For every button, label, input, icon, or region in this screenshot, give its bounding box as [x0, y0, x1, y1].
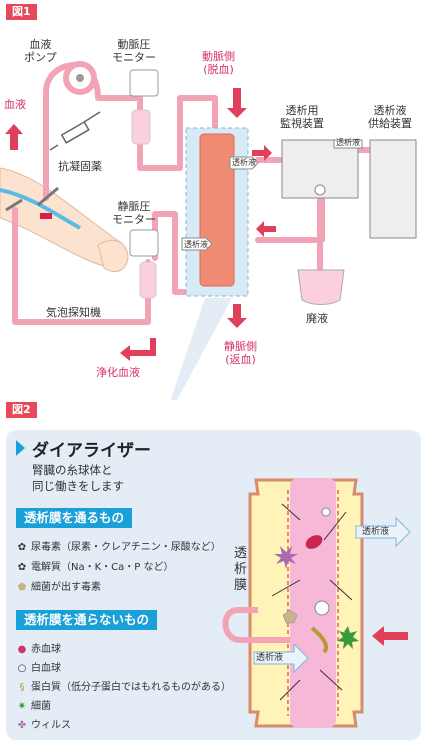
- dialyzer: [199, 133, 235, 287]
- arrow-clean-blood: [120, 338, 156, 361]
- dialysate-supply-device: [369, 139, 417, 239]
- circuit-diagram: [0, 61, 417, 400]
- arrow-arterial-down: [227, 88, 247, 118]
- label-bubble-detector: 気泡探知機: [46, 306, 101, 319]
- flower-icon: ✿: [17, 562, 27, 573]
- title-marker-icon: [16, 440, 25, 456]
- white-cell-icon: ○: [17, 663, 27, 674]
- dialysate-out-line: [255, 189, 325, 243]
- arrow-to-monitor: [252, 145, 272, 161]
- arrow-from-monitor: [256, 221, 276, 237]
- arterial-to-dialyzer: [137, 95, 218, 171]
- red-cell-icon: ●: [17, 644, 27, 655]
- waste-container: [297, 269, 345, 305]
- syringe-icon: [49, 111, 101, 151]
- needle-venous: [5, 198, 23, 212]
- arrow-blood-up: [5, 124, 23, 150]
- label-arterial-monitor: 動脈圧 モニター: [112, 38, 156, 64]
- label-dialysis-monitor: 透析用 監視装置: [280, 104, 324, 130]
- label-venous-monitor: 静脈圧 モニター: [112, 200, 156, 226]
- nopass-item: ○白血球: [17, 663, 61, 674]
- venous-drip: [139, 261, 157, 299]
- arterial-monitor: [129, 69, 159, 97]
- needle-clip: [40, 213, 52, 219]
- figure1-tag: 図1: [6, 4, 37, 20]
- nopass-item: ✤ウィルス: [17, 720, 71, 731]
- tag-supply-dialysate: 透析液: [336, 138, 360, 147]
- label-membrane: 透 析 膜: [234, 546, 248, 593]
- label-venous-side: 静脈側 (返血): [224, 340, 257, 366]
- callout-wedge: [170, 298, 232, 400]
- supply-arrow: [333, 139, 363, 149]
- pass-item: ✿尿毒素（尿素・クレアチニン・尿酸など）: [17, 542, 221, 553]
- arrow-venous-down: [227, 304, 247, 328]
- dialyzer-title: ダイアライザー: [32, 441, 151, 461]
- nopass-item: ✷細菌: [17, 701, 51, 712]
- label-arterial-side: 動脈側 (脱血): [202, 50, 235, 76]
- tag-dialyzer-dialysate-in: 透析液: [232, 158, 256, 167]
- tag-dialyzer-dialysate-out: 透析液: [184, 240, 208, 249]
- vessel: [0, 188, 81, 230]
- nopass-item: §蛋白質（低分子蛋白ではもれるものがある）: [16, 678, 232, 693]
- needle-arterial: [37, 186, 59, 207]
- nopass-item: ●赤血球: [17, 644, 61, 655]
- virus-icon: ✤: [17, 720, 27, 731]
- bacteria-icon: ✷: [17, 701, 27, 712]
- label-blood-pump: 血液 ポンプ: [24, 38, 57, 64]
- label-dialysate-out: 透析液: [362, 527, 390, 537]
- pass-item: ✿電解質（Na・K・Ca・P など）: [17, 562, 174, 573]
- flower-icon: ✿: [17, 542, 27, 553]
- pentagon-icon: ⬟: [17, 582, 27, 593]
- arterial-drip: [131, 109, 151, 145]
- label-clean-blood: 浄化血液: [96, 366, 140, 379]
- hand: [97, 239, 129, 272]
- dialysate-arrows: [181, 156, 259, 251]
- label-waste: 廃液: [306, 312, 328, 325]
- label-blood: 血液: [4, 98, 26, 111]
- figure2-tag: 図2: [6, 402, 37, 418]
- label-dialysate-supply: 透析液 供給装置: [368, 104, 412, 130]
- nopass-header: 透析膜を通らないもの: [16, 610, 158, 630]
- label-anticoagulant: 抗凝固薬: [58, 160, 102, 173]
- venous-monitor: [129, 229, 159, 257]
- pass-header: 透析膜を通るもの: [16, 508, 133, 528]
- label-dialysate-in: 透析液: [256, 653, 284, 663]
- protein-icon: §: [19, 682, 25, 693]
- dialyzer-subtitle: 腎臓の糸球体と 同じ働きをします: [32, 463, 124, 493]
- pass-item: ⬟細菌が出す毒素: [17, 582, 101, 593]
